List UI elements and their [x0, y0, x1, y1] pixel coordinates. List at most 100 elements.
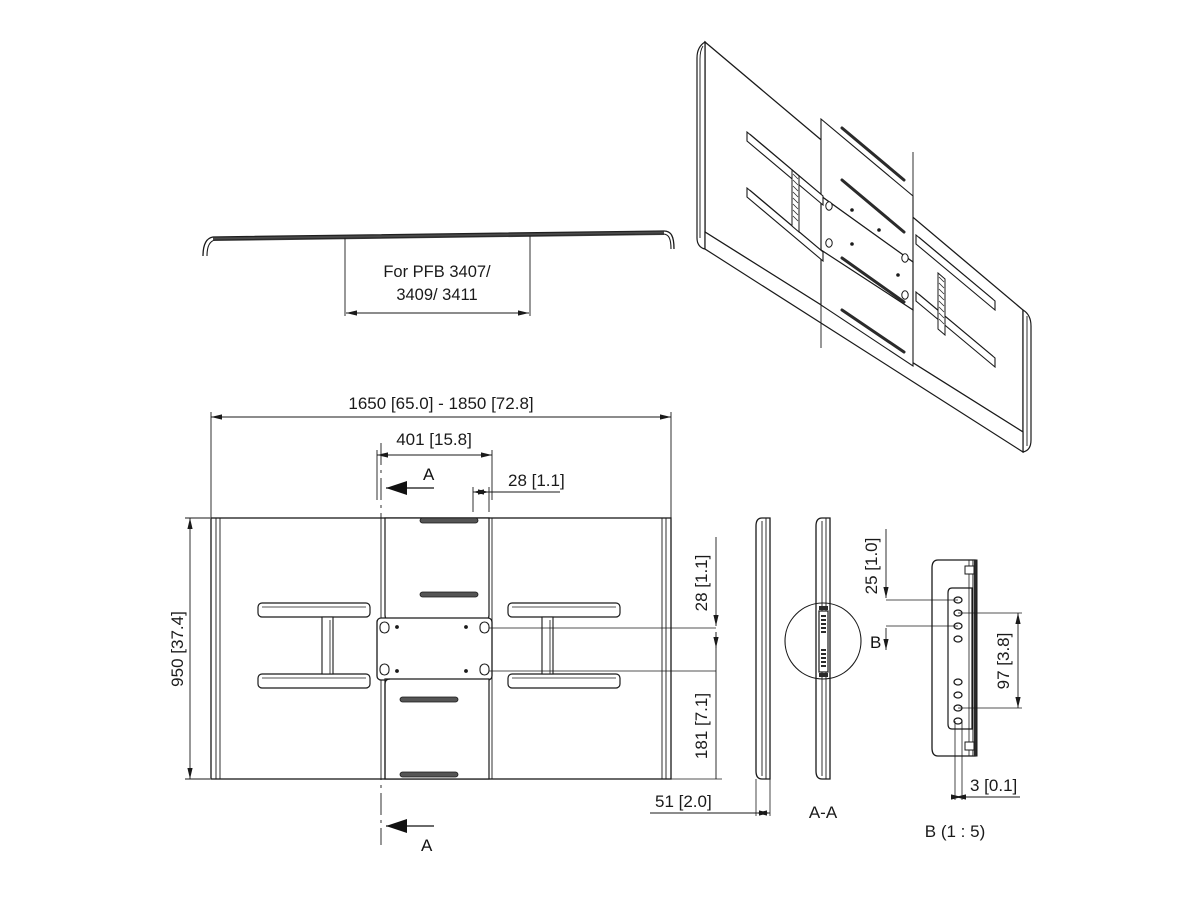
section-mark-bottom-label: A [421, 836, 433, 855]
dim-plate-width: 401 [15.8] [376, 430, 493, 500]
front-left-edge-strip [210, 518, 221, 779]
iso-vesa-slot-tr [901, 253, 909, 263]
front-rail-left [257, 602, 371, 689]
iso-left-edge-crease [699, 45, 704, 238]
front-rail-left-top-bar [257, 602, 371, 618]
front-right-edge-strip [661, 518, 672, 779]
front-rail-left-post [321, 616, 334, 675]
front-vesa-slot-br [479, 663, 490, 676]
section-arrow-top: A [386, 465, 435, 495]
dim-offset-top: 28 [1.1] [472, 471, 565, 512]
iso-vesa-hole-1 [850, 208, 854, 212]
iso-upper-bracket-slot-1 [840, 126, 906, 182]
dim-offset-top-label: 28 [1.1] [508, 471, 565, 490]
front-lower-bracket-body [384, 678, 490, 780]
dim-thickness-label: 51 [2.0] [655, 792, 712, 811]
front-lower-bracket-corner [384, 678, 391, 779]
iso-vesa-slot-bl [825, 238, 833, 248]
iso-rail-right-post-teeth [938, 276, 945, 325]
section-mark-top-label: A [423, 465, 435, 484]
dim-upper-gap: 28 [1.1] [692, 537, 719, 648]
front-vesa-slot-tl [379, 621, 390, 634]
iso-rail-right-bottom-crease [918, 293, 994, 357]
dim-hole-size: 3 [0.1] [951, 721, 1020, 800]
section-aa-hole-group-upper [821, 615, 826, 633]
front-vesa-slot-tr [479, 621, 490, 634]
front-lower-bracket-slot-2 [399, 771, 459, 778]
iso-rail-left-top-crease [749, 133, 822, 195]
section-aa-label: A-A [809, 803, 838, 822]
iso-vesa-hole-4 [877, 228, 881, 232]
side-view-body [755, 517, 771, 780]
detail-b-view: 25 [1.0] 97 [3.8] 3 [0.1] B (1 : 5) [862, 529, 1022, 841]
front-vesa-hole-tr [464, 625, 468, 629]
detail-b-tab-top [964, 565, 975, 575]
dim-lower-gap: 181 [7.1] [671, 632, 722, 780]
front-vesa-plate [376, 617, 493, 681]
front-upper-bracket-slot-1 [419, 517, 479, 524]
front-lower-bracket-slot-1 [399, 696, 459, 703]
side-view: 51 [2.0] [650, 517, 771, 816]
front-vesa-hole-tl [395, 625, 399, 629]
front-rail-right-post [541, 616, 554, 675]
iso-vesa-hole-2 [850, 242, 854, 246]
iso-lower-bracket-slot-2 [840, 308, 906, 354]
dim-hole-spacing-label: 97 [3.8] [994, 633, 1013, 690]
dim-lower-gap-label: 181 [7.1] [692, 693, 711, 759]
detail-callout-b-label: B [870, 633, 881, 652]
section-arrow-bottom: A [386, 819, 434, 855]
top-profile-view: For PFB 3407/ 3409/ 3411 [202, 230, 675, 316]
dim-plate-width-label: 401 [15.8] [396, 430, 472, 449]
front-vesa-hole-bl [395, 669, 399, 673]
front-upper-bracket [384, 517, 490, 621]
iso-rail-left [746, 130, 824, 263]
pfb-note-line-2: 3409/ 3411 [396, 286, 477, 304]
iso-vesa-hole-3 [896, 273, 900, 277]
front-rail-right-top-bar [507, 602, 621, 618]
section-aa-cap-bottom [819, 673, 828, 677]
dim-upper-gap-label: 28 [1.1] [692, 555, 711, 612]
front-vesa-plate-body [376, 617, 493, 681]
dim-top-offset-label: 25 [1.0] [862, 538, 881, 595]
front-vesa-slot-bl [379, 663, 390, 676]
dim-overall-width: 1650 [65.0] - 1850 [72.8] [210, 394, 672, 518]
front-rail-left-bottom-bar [257, 673, 371, 689]
front-rail-right [507, 602, 621, 689]
dim-hole-spacing: 97 [3.8] [958, 612, 1022, 709]
iso-upper-bracket-slot-2 [840, 178, 906, 234]
iso-rail-right [915, 233, 996, 369]
iso-lower-bracket [820, 248, 914, 368]
iso-bottom-band [704, 230, 1024, 454]
iso-rail-left-post-teeth [792, 173, 799, 222]
isometric-view [696, 40, 1032, 454]
front-view: 1650 [65.0] - 1850 [72.8] 401 [15.8] 28 … [168, 394, 722, 855]
section-aa-view: B A-A [784, 517, 881, 822]
dim-thickness: 51 [2.0] [650, 779, 771, 816]
detail-b-right-edge-dark [974, 560, 977, 756]
front-upper-bracket-body [384, 517, 490, 621]
iso-vesa-slot-br [901, 290, 909, 300]
front-rail-right-bottom-bar [507, 673, 621, 689]
front-upper-bracket-slot-2 [419, 591, 479, 598]
profile-top-face [213, 231, 664, 241]
dim-hole-size-label: 3 [0.1] [970, 776, 1017, 795]
iso-rail-left-bottom-crease [749, 189, 822, 251]
iso-vesa-slot-tl [825, 201, 833, 211]
section-aa-hole-group-lower [821, 649, 826, 667]
dim-height-label: 950 [37.4] [168, 611, 187, 687]
detail-b-tab-bottom [964, 741, 975, 751]
section-aa-hole-strip [818, 610, 829, 673]
pfb-note-line-1: For PFB 3407/ [383, 263, 491, 281]
dim-overall-width-label: 1650 [65.0] - 1850 [72.8] [348, 394, 533, 413]
front-vesa-hole-br [464, 669, 468, 673]
dim-height: 950 [37.4] [168, 517, 210, 780]
iso-lower-bracket-slot-1 [840, 256, 906, 304]
iso-rail-right-top-crease [918, 236, 994, 300]
front-lower-bracket [384, 678, 490, 780]
iso-left-edge [696, 40, 706, 250]
section-aa-cap-top [819, 606, 828, 610]
detail-circle-b [784, 602, 862, 680]
dim-top-offset: 25 [1.0] [862, 529, 958, 650]
